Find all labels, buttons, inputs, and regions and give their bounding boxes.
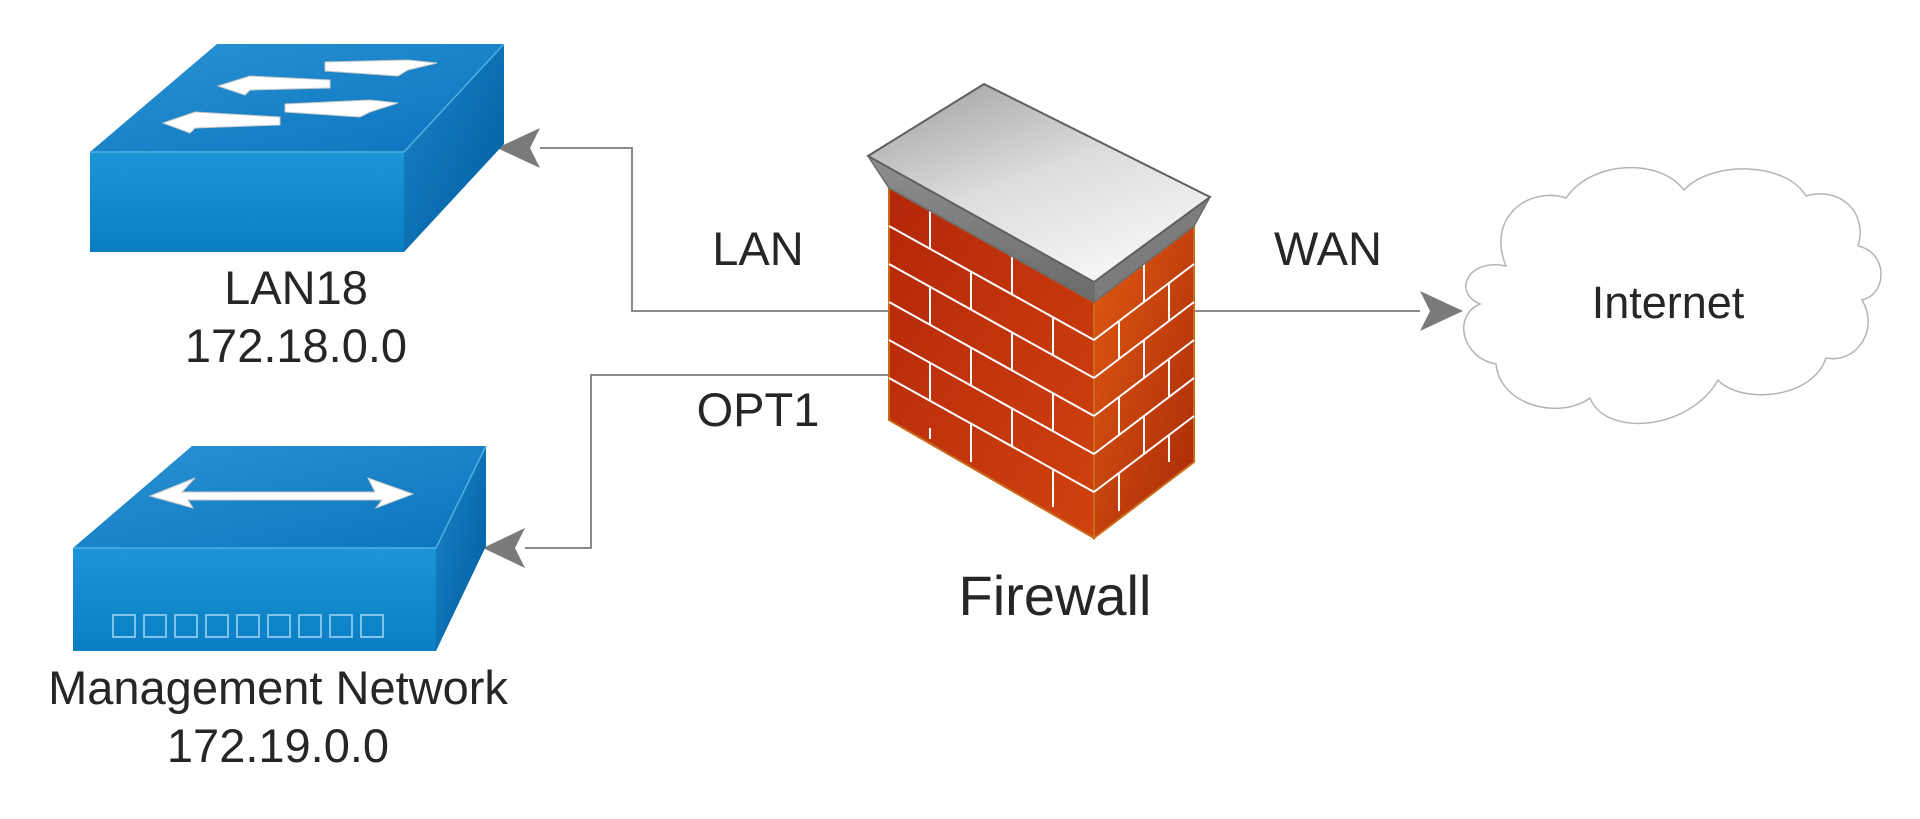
switch-management-side [436, 446, 486, 651]
lan-connector-line [540, 147, 900, 312]
firewall-cap-top [866, 82, 1212, 284]
lan18-name-label: LAN18 [224, 261, 368, 314]
management-name-label: Management Network [48, 661, 508, 714]
switch-lan18-arrows [161, 59, 438, 134]
lan-edge-label: LAN [712, 222, 803, 275]
opt1-arrowhead [483, 528, 525, 568]
switch-lan18-front [90, 152, 404, 252]
firewall-mortar-right [1093, 263, 1195, 511]
switch-management-front [73, 548, 436, 651]
firewall-label: Firewall [959, 564, 1152, 627]
management-subnet-label: 172.19.0.0 [167, 719, 389, 772]
switch-management-ports [112, 614, 384, 638]
firewall-icon [866, 82, 1212, 541]
internet-cloud-icon [1463, 166, 1882, 425]
firewall-mortar-left [888, 211, 1095, 507]
switch-management-arrow [148, 477, 415, 510]
opt1-connector-line [525, 374, 900, 549]
edge-opt1 [483, 374, 900, 568]
wan-arrowhead [1420, 291, 1463, 331]
cloud-outline [1463, 166, 1882, 425]
edge-lan [497, 128, 900, 312]
wan-edge-label: WAN [1274, 222, 1382, 275]
switch-lan18-side [404, 44, 504, 252]
switch-management-icon [73, 445, 487, 651]
lan-arrowhead [497, 128, 540, 168]
lan18-subnet-label: 172.18.0.0 [185, 319, 407, 372]
internet-label: Internet [1592, 277, 1745, 328]
edge-wan [1190, 291, 1463, 331]
opt1-edge-label: OPT1 [697, 383, 820, 436]
switch-lan18-icon [90, 43, 505, 252]
